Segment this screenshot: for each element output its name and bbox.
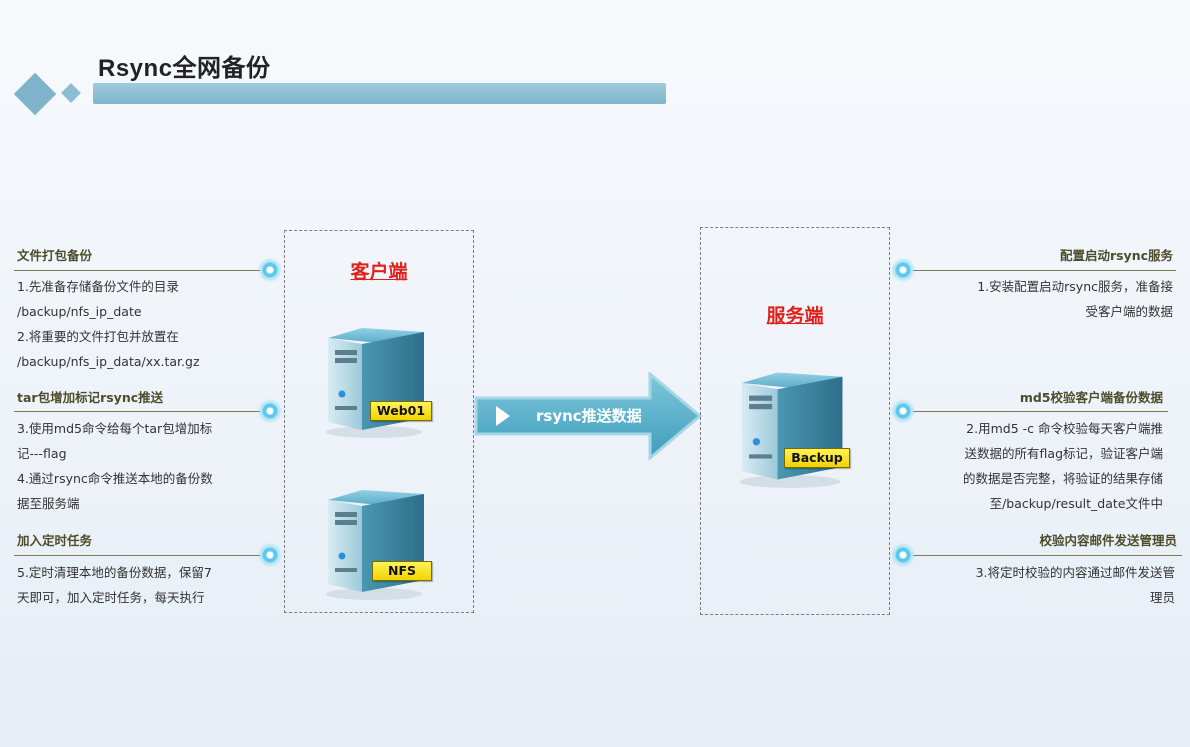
text-line: /backup/nfs_ip_date (17, 304, 142, 319)
left-section-1-heading: 文件打包备份 (17, 248, 93, 263)
text-line: 1.安装配置启动rsync服务，准备接 (977, 279, 1173, 294)
right-section-1-dot-icon (893, 260, 913, 280)
text-line: 3.将定时校验的内容通过邮件发送管 (975, 565, 1175, 580)
title-diamond-small (61, 83, 81, 103)
text-line: 4.通过rsync命令推送本地的备份数 (17, 471, 213, 486)
server-box (700, 227, 890, 615)
right-section-2-heading: md5校验客户端备份数据 (1019, 390, 1163, 405)
text-line: 2.用md5 -c 命令校验每天客户端推 (966, 421, 1163, 436)
text-line: 受客户端的数据 (1085, 304, 1173, 319)
left-section-3-text: 5.定时清理本地的备份数据，保留7 天即可，加入定时任务，每天执行 (17, 560, 212, 610)
right-section-3-text: 3.将定时校验的内容通过邮件发送管 理员 (976, 560, 1175, 610)
left-section-3-line (14, 555, 262, 556)
text-line: 至/backup/result_date文件中 (989, 496, 1163, 511)
left-section-2-text: 3.使用md5命令给每个tar包增加标 记---flag 4.通过rsync命令… (17, 416, 213, 516)
arrow-label: rsync推送数据 (536, 407, 642, 425)
right-section-2-line (912, 411, 1168, 412)
server-box-title: 服务端 (766, 305, 824, 327)
backup-server-icon (739, 372, 843, 488)
backup-label: Backup (784, 448, 850, 468)
text-line: 送数据的所有flag标记，验证客户端 (964, 446, 1163, 461)
text-line: 3.使用md5命令给每个tar包增加标 (17, 421, 213, 436)
left-section-2-line (14, 411, 262, 412)
title-diamond-large (13, 72, 57, 116)
right-section-3-dot-icon (893, 545, 913, 565)
left-section-1-line (14, 270, 262, 271)
right-section-2-dot-icon (893, 401, 913, 421)
page-title: Rsync全网备份 (98, 55, 271, 82)
client-box-title: 客户端 (350, 261, 408, 283)
text-line: 的数据是否完整，将验证的结果存储 (962, 471, 1163, 486)
text-line: 5.定时清理本地的备份数据，保留7 (17, 565, 212, 580)
text-line: 1.先准备存储备份文件的目录 (17, 279, 179, 294)
left-section-1-dot-icon (260, 260, 280, 280)
right-section-1-heading: 配置启动rsync服务 (1059, 248, 1173, 263)
left-section-1-text: 1.先准备存储备份文件的目录 /backup/nfs_ip_date 2.将重要… (17, 274, 200, 374)
text-line: 据至服务端 (17, 496, 80, 511)
right-section-1-line (912, 270, 1176, 271)
web01-label: Web01 (370, 401, 432, 421)
nfs-label: NFS (372, 561, 432, 581)
left-section-2-dot-icon (260, 401, 280, 421)
text-line: 2.将重要的文件打包并放置在 (17, 329, 179, 344)
text-line: 记---flag (17, 446, 67, 461)
web01-server-icon (326, 328, 424, 438)
right-section-2-text: 2.用md5 -c 命令校验每天客户端推 送数据的所有flag标记，验证客户端 … (963, 416, 1163, 516)
title-bar (93, 83, 666, 104)
nfs-server-icon (326, 490, 424, 600)
text-line: 理员 (1149, 590, 1175, 605)
left-section-3-dot-icon (260, 545, 280, 565)
rsync-push-arrow (474, 372, 702, 460)
play-icon (496, 406, 510, 426)
right-section-3-heading: 校验内容邮件发送管理员 (1039, 533, 1177, 548)
text-line: /backup/nfs_ip_data/xx.tar.gz (17, 354, 200, 369)
right-section-1-text: 1.安装配置启动rsync服务，准备接 受客户端的数据 (977, 274, 1173, 324)
left-section-2-heading: tar包增加标记rsync推送 (17, 390, 164, 405)
right-section-3-line (912, 555, 1182, 556)
left-section-3-heading: 加入定时任务 (17, 533, 93, 548)
text-line: 天即可，加入定时任务，每天执行 (17, 590, 205, 605)
client-box (284, 230, 474, 613)
